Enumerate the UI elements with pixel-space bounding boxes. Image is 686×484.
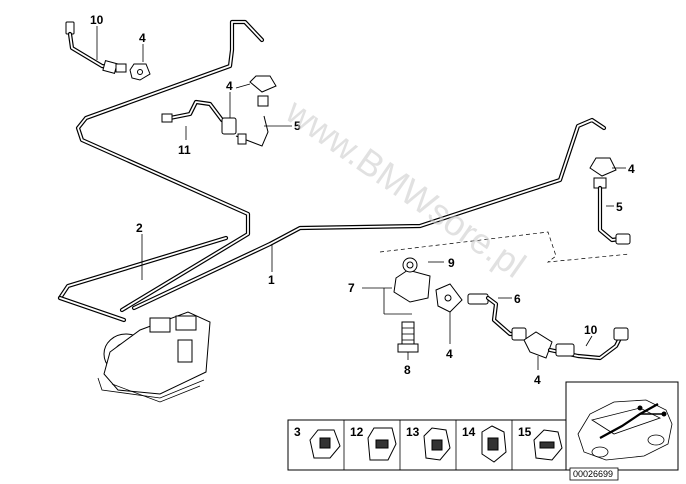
kit-item-13: 13 xyxy=(406,425,451,461)
callouts: 10 4 4 5 11 2 1 4 5 9 7 6 4 8 10 4 xyxy=(90,13,635,387)
brake-hose-11 xyxy=(161,75,277,147)
group-outline xyxy=(379,231,631,263)
car-location-inset xyxy=(565,381,679,471)
watermark: www.BMWsore.pl xyxy=(278,90,533,286)
clip-kit-panel: 3 12 13 14 15 xyxy=(287,419,567,471)
rear-bracket-assembly xyxy=(393,257,463,353)
callout-10-rear: 10 xyxy=(584,323,598,337)
brake-pipe-rear-left xyxy=(467,293,629,361)
callout-5-front: 5 xyxy=(294,119,301,133)
callout-4-bracket: 4 xyxy=(446,347,453,361)
kit-item-14: 14 xyxy=(462,425,507,463)
callout-5-rear: 5 xyxy=(616,200,623,214)
svg-text:14: 14 xyxy=(462,425,476,439)
svg-text:15: 15 xyxy=(518,425,532,439)
callout-4-rear-clip: 4 xyxy=(628,162,635,176)
callout-6: 6 xyxy=(514,292,521,306)
brake-hose-rear-right xyxy=(589,157,631,245)
leader-lines xyxy=(96,26,626,370)
diagram-number-box: 00026699 xyxy=(569,467,619,481)
callout-1: 1 xyxy=(268,273,275,287)
callout-10-front: 10 xyxy=(90,13,104,27)
kit-item-3: 3 xyxy=(294,425,341,459)
callout-11: 11 xyxy=(178,143,191,157)
hydraulic-unit xyxy=(97,311,211,403)
callout-4-rear-hose: 4 xyxy=(534,373,541,387)
svg-text:12: 12 xyxy=(350,425,364,439)
callout-9: 9 xyxy=(448,256,455,270)
diagram-number: 00026699 xyxy=(573,469,613,479)
brake-hose-front-left xyxy=(65,21,151,81)
callout-8: 8 xyxy=(404,363,411,377)
callout-7: 7 xyxy=(348,281,355,295)
brake-pipe-main xyxy=(57,19,607,323)
kit-item-12: 12 xyxy=(350,425,397,461)
kit-item-15: 15 xyxy=(518,425,563,461)
callout-4-upper: 4 xyxy=(226,79,233,93)
svg-text:3: 3 xyxy=(294,425,301,439)
callout-4-front-clip: 4 xyxy=(139,31,146,45)
svg-text:13: 13 xyxy=(406,425,420,439)
callout-2: 2 xyxy=(136,221,143,235)
